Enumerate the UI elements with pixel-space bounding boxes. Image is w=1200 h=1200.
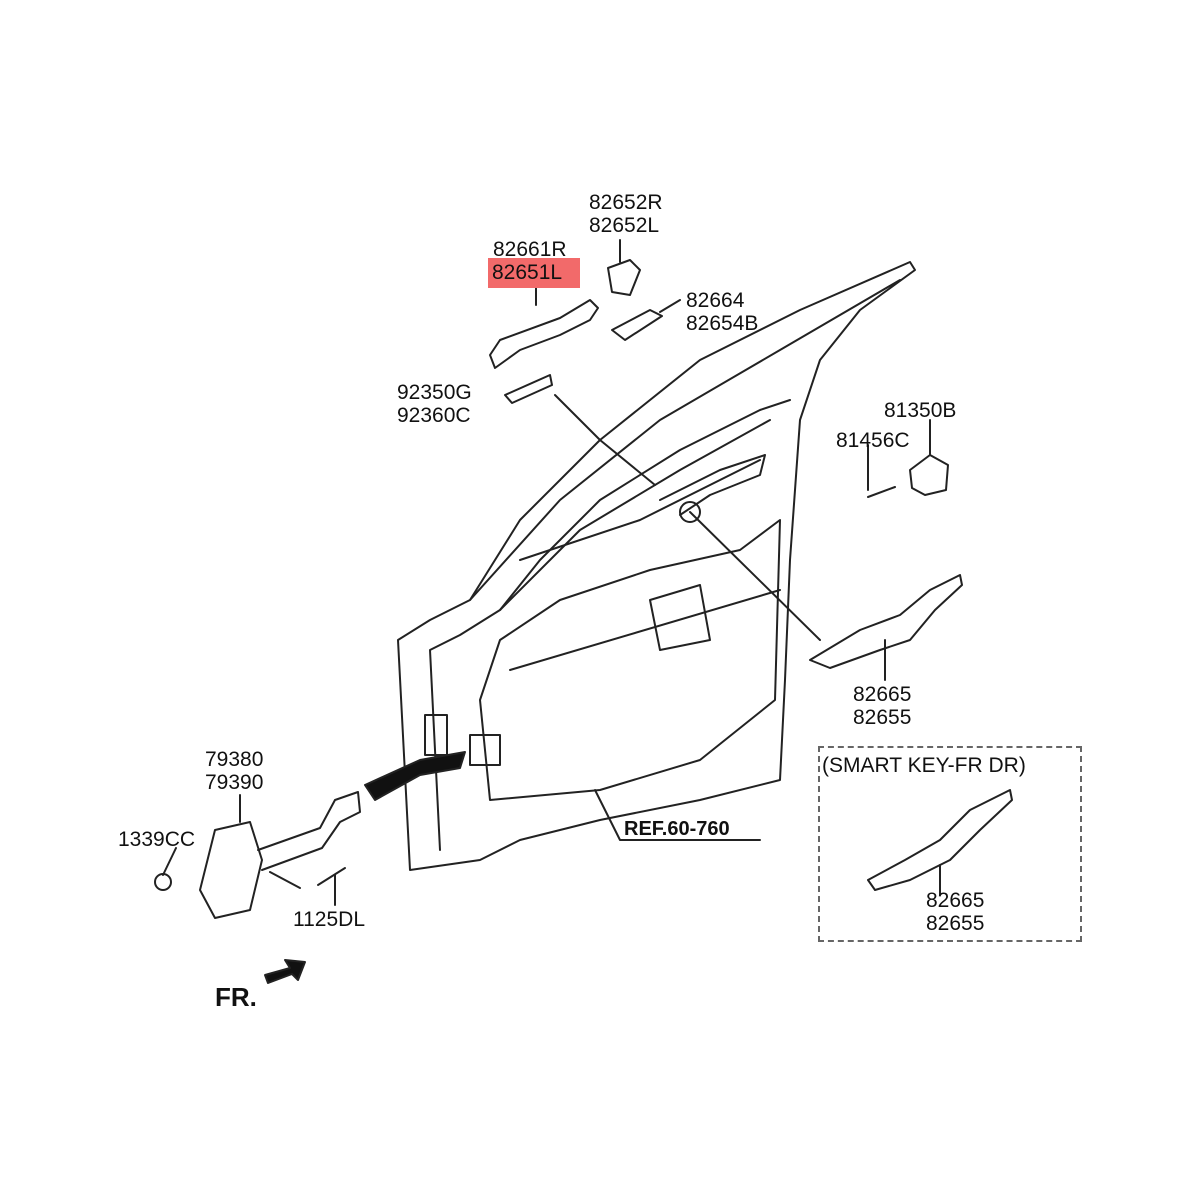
label-ref: REF.60-760 xyxy=(624,818,730,840)
label-smart-bracket-b: 82655 xyxy=(926,912,985,935)
door-inner-frame xyxy=(429,399,791,851)
hinge-lower xyxy=(469,734,501,766)
cross-brace xyxy=(509,589,781,671)
label-screw: 81456C xyxy=(836,429,910,452)
door-outline xyxy=(397,261,916,871)
nut-shape xyxy=(154,873,172,891)
gasket-shape xyxy=(611,309,663,341)
label-checker-b: 79390 xyxy=(205,771,264,794)
hinge-upper xyxy=(424,714,448,756)
handle-hole xyxy=(679,501,701,523)
label-smart-bracket-a: 82665 xyxy=(926,889,985,912)
window-frame-top xyxy=(469,279,901,601)
belt-line xyxy=(519,459,761,561)
label-bracket-a: 82665 xyxy=(853,683,912,706)
label-gasket-b: 82654B xyxy=(686,312,759,335)
label-checker-a: 79380 xyxy=(205,748,264,771)
smart-latch-shape xyxy=(867,789,1013,891)
screw-shape xyxy=(867,486,896,498)
window-regulator xyxy=(649,584,711,651)
checker-body xyxy=(199,821,263,919)
label-front: FR. xyxy=(215,982,257,1012)
label-pad-a: 92350G xyxy=(397,381,472,404)
label-handle-r: 82661R xyxy=(493,238,567,261)
ref-arrow xyxy=(594,789,761,841)
label-cover-r: 82652R xyxy=(589,191,663,214)
label-gasket-a: 82664 xyxy=(686,289,745,312)
outside-handle-shape xyxy=(489,299,599,369)
label-pad-b: 92360C xyxy=(397,404,471,427)
highlight-marker xyxy=(488,258,580,288)
pad-shape xyxy=(504,374,553,404)
label-nut: 1339CC xyxy=(118,828,196,851)
checker-arm xyxy=(257,791,361,871)
label-cover-l: 82652L xyxy=(589,214,660,237)
hinge-arrow xyxy=(364,751,466,801)
label-bolt: 1125DL xyxy=(293,908,366,931)
inner-handle-pocket xyxy=(659,454,766,516)
inner-panel xyxy=(479,519,781,801)
label-bracket-b: 82655 xyxy=(853,706,912,729)
latch-bracket-shape xyxy=(809,574,963,669)
label-smart-key: (SMART KEY-FR DR) xyxy=(822,754,1026,777)
handle-cover-shape xyxy=(607,259,641,296)
smart-key-box xyxy=(818,746,1082,942)
leader-lines xyxy=(162,239,941,906)
window-frame-inner xyxy=(499,419,771,611)
label-handle-l: 82651L xyxy=(492,261,563,284)
bolt-shape xyxy=(317,867,346,886)
striker-shape xyxy=(909,454,949,496)
front-arrow xyxy=(264,959,306,984)
label-striker: 81350B xyxy=(884,399,957,422)
